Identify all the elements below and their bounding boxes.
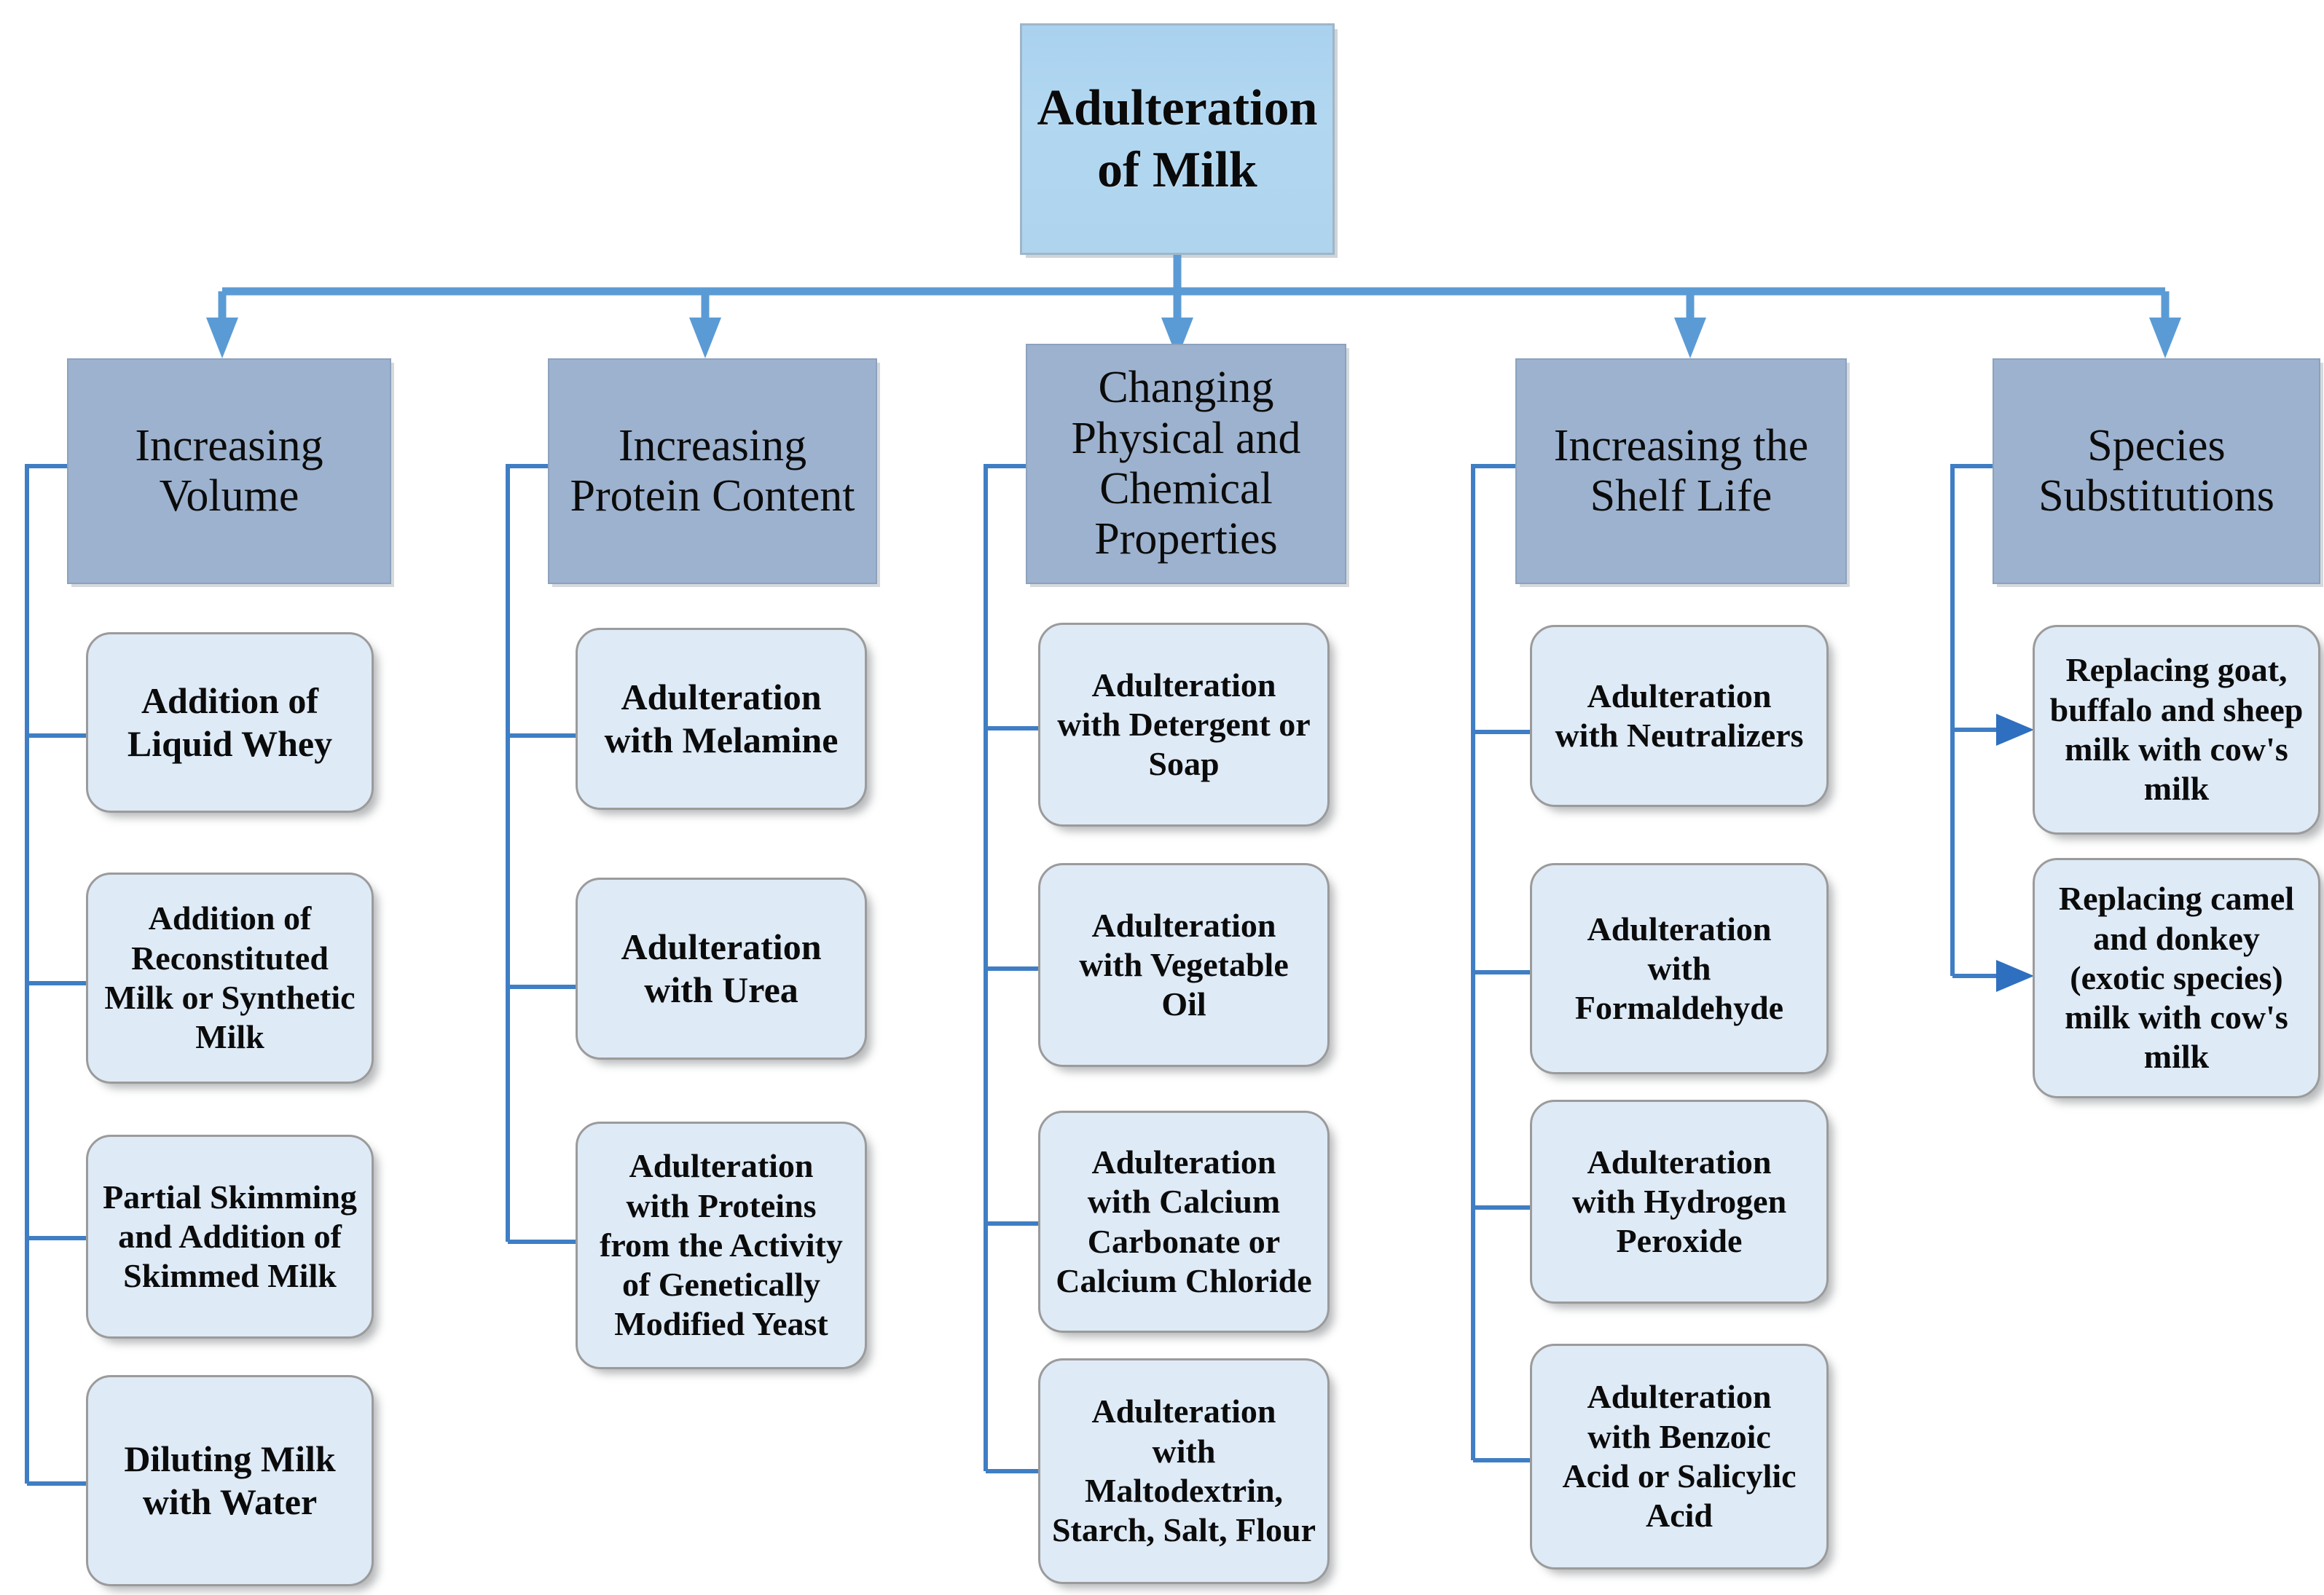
category-header-label: Increasing theShelf Life: [1553, 420, 1809, 521]
category-header-label: IncreasingProtein Content: [570, 420, 855, 521]
root-node-adulteration-of-milk: Adulterationof Milk: [1020, 23, 1335, 255]
category-header-increasing-volume: IncreasingVolume: [67, 358, 391, 584]
leaf-box-label: Adulterationwith Neutralizers: [1555, 677, 1804, 754]
leaf-box-label: Diluting Milkwith Water: [124, 1438, 336, 1522]
leaf-box-adulteration-with-proteins-gm-yeast: Adulterationwith Proteinsfrom the Activi…: [576, 1122, 867, 1369]
leaf-box-adulteration-with-vegetable-oil: Adulterationwith VegetableOil: [1038, 863, 1330, 1067]
leaf-box-label: Adulterationwith VegetableOil: [1079, 906, 1289, 1023]
category-header-increasing-protein-content: IncreasingProtein Content: [548, 358, 877, 584]
leaf-box-label: AdulterationwithMaltodextrin,Starch, Sal…: [1051, 1393, 1316, 1549]
leaf-box-label: Adulterationwith Melamine: [604, 677, 839, 760]
leaf-box-adulteration-with-neutralizers: Adulterationwith Neutralizers: [1530, 625, 1829, 807]
leaf-box-adulteration-with-hydrogen-peroxide: Adulterationwith HydrogenPeroxide: [1530, 1100, 1829, 1304]
leaf-box-label: Adulterationwith HydrogenPeroxide: [1571, 1143, 1787, 1260]
leaf-box-label: Adulterationwith BenzoicAcid or Salicyli…: [1562, 1378, 1797, 1535]
category-header-changing-physical-and-chemical-properties: ChangingPhysical andChemicalProperties: [1026, 344, 1346, 584]
leaf-box-label: Adulterationwith Detergent orSoap: [1057, 666, 1311, 783]
root-node-label: Adulterationof Milk: [1037, 79, 1318, 198]
leaf-box-adulteration-with-maltodextrin-starch-salt-flour: AdulterationwithMaltodextrin,Starch, Sal…: [1038, 1358, 1330, 1584]
leaf-box-addition-of-liquid-whey: Addition ofLiquid Whey: [86, 632, 374, 813]
leaf-box-partial-skimming: Partial Skimmingand Addition ofSkimmed M…: [86, 1135, 374, 1339]
leaf-box-label: Adulterationwith Proteinsfrom the Activi…: [600, 1147, 843, 1343]
category-header-species-substitutions: SpeciesSubstitutions: [1993, 358, 2320, 584]
leaf-box-label: AdulterationwithFormaldehyde: [1574, 910, 1784, 1027]
leaf-box-adulteration-with-calcium-carbonate-or-chloride: Adulterationwith CalciumCarbonate orCalc…: [1038, 1111, 1330, 1333]
leaf-box-adulteration-with-formaldehyde: AdulterationwithFormaldehyde: [1530, 863, 1829, 1074]
leaf-box-label: Replacing goat,buffalo and sheepmilk wit…: [2049, 651, 2304, 808]
leaf-box-label: Replacing cameland donkey(exotic species…: [2058, 880, 2295, 1076]
leaf-box-label: Adulterationwith Urea: [621, 926, 822, 1010]
leaf-box-replacing-goat-buffalo-sheep-milk: Replacing goat,buffalo and sheepmilk wit…: [2033, 625, 2320, 835]
category-header-label: IncreasingVolume: [135, 420, 323, 521]
leaf-box-adulteration-with-benzoic-or-salicylic-acid: Adulterationwith BenzoicAcid or Salicyli…: [1530, 1344, 1829, 1570]
leaf-box-adulteration-with-detergent-or-soap: Adulterationwith Detergent orSoap: [1038, 623, 1330, 827]
category-header-label: ChangingPhysical andChemicalProperties: [1071, 363, 1301, 564]
leaf-box-label: Addition ofLiquid Whey: [127, 680, 333, 764]
category-header-increasing-the-shelf-life: Increasing theShelf Life: [1515, 358, 1847, 584]
leaf-box-replacing-camel-donkey-milk: Replacing cameland donkey(exotic species…: [2033, 858, 2320, 1098]
leaf-box-diluting-milk-with-water: Diluting Milkwith Water: [86, 1375, 374, 1586]
leaf-box-addition-of-reconstituted-milk: Addition ofReconstitutedMilk or Syntheti…: [86, 873, 374, 1084]
leaf-box-adulteration-with-melamine: Adulterationwith Melamine: [576, 628, 867, 810]
leaf-box-label: Partial Skimmingand Addition ofSkimmed M…: [103, 1178, 357, 1295]
leaf-box-label: Adulterationwith CalciumCarbonate orCalc…: [1056, 1143, 1312, 1299]
leaf-box-adulteration-with-urea: Adulterationwith Urea: [576, 878, 867, 1060]
category-header-label: SpeciesSubstitutions: [2038, 420, 2274, 521]
leaf-box-label: Addition ofReconstitutedMilk or Syntheti…: [104, 899, 356, 1056]
